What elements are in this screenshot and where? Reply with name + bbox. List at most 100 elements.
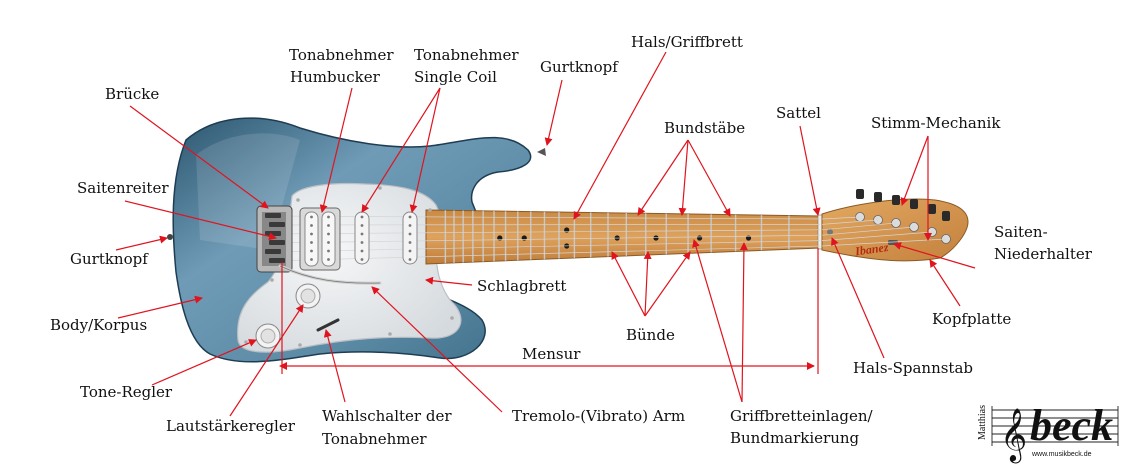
neck-pickup — [402, 211, 418, 265]
fret-wires — [444, 210, 790, 264]
arrow-headstock — [929, 259, 961, 307]
bridge-saddle — [265, 213, 281, 218]
tuner-key — [910, 199, 918, 209]
arrow-tremolo — [371, 286, 503, 413]
guitar-string — [821, 231, 933, 241]
pointer-arrows — [115, 51, 976, 417]
label-pickup-humbucker-2: Humbucker — [290, 68, 381, 86]
arrow-strap-side — [115, 235, 168, 251]
label-body: Body/Korpus — [50, 316, 147, 334]
pickguard-screws — [244, 186, 454, 347]
bridge-saddle — [265, 249, 281, 254]
inlay-dot — [497, 235, 503, 241]
pole-piece — [310, 258, 313, 261]
volume-knob — [295, 283, 321, 309]
label-pickup-single-2: Single Coil — [414, 68, 497, 86]
label-saddles: Saitenreiter — [77, 179, 169, 197]
tone-knob — [255, 323, 281, 349]
arrow-volume — [229, 304, 304, 417]
arrow-nut — [799, 125, 821, 216]
label-strap-side: Gurtknopf — [70, 250, 149, 268]
pole-piece — [310, 224, 313, 227]
inlay-dot — [745, 235, 752, 241]
arrow-frets-1 — [637, 139, 689, 216]
pole-piece — [408, 215, 412, 219]
arrow-bridge — [129, 105, 269, 209]
pole-piece — [327, 241, 330, 244]
label-fret-spaces: Bünde — [626, 326, 675, 344]
arrow-frets-3 — [687, 139, 731, 217]
label-tuners: Stimm-Mechanik — [871, 114, 1001, 132]
pole-piece — [360, 232, 364, 236]
pole-pieces — [310, 215, 412, 261]
treble-clef-icon: 𝄞 — [1000, 407, 1027, 463]
bridge-saddles — [265, 213, 285, 263]
arrow-single-1 — [361, 87, 441, 213]
label-inlays-1: Griffbretteinlagen/ — [730, 407, 874, 425]
pole-piece — [360, 241, 364, 244]
pole-piece — [360, 215, 364, 219]
inlay-dot — [521, 235, 527, 241]
strap-button-side — [167, 234, 173, 240]
middle-pickup — [354, 211, 370, 265]
arrow-frets-2 — [678, 139, 689, 216]
pole-piece — [327, 258, 330, 261]
fret-inlays — [497, 227, 752, 249]
brand-logo: 𝄞 Matthias beck www.musikbeck.de — [977, 401, 1119, 463]
pole-piece — [408, 224, 412, 227]
arrow-inlays-1 — [692, 239, 743, 403]
label-nut: Sattel — [776, 104, 821, 122]
bridge-saddle — [265, 231, 281, 236]
label-pickup-humbucker-1: Tonabnehmer — [289, 46, 394, 64]
guitar-string — [821, 226, 915, 236]
label-string-retainer-2: Niederhalter — [994, 245, 1093, 263]
pole-piece — [310, 232, 313, 236]
pole-piece — [310, 241, 313, 244]
arrow-string-retainer — [893, 242, 976, 269]
label-volume: Lautstärkeregler — [166, 417, 296, 435]
guitar-string — [821, 216, 861, 220]
truss-rod-nut — [827, 229, 833, 235]
arrow-body — [117, 295, 203, 319]
pole-piece — [327, 249, 330, 253]
arrow-strap-top — [544, 79, 563, 146]
label-tone: Tone-Regler — [80, 383, 173, 401]
label-string-retainer-1: Saiten- — [994, 223, 1048, 241]
pole-piece — [310, 215, 313, 219]
arrow-saddles — [124, 200, 277, 241]
strap-button-top — [537, 148, 546, 156]
brand-url: www.musikbeck.de — [1031, 451, 1092, 458]
arrow-fret-spaces-1 — [611, 251, 646, 317]
tuner-key — [874, 192, 882, 202]
label-switch-1: Wahlschalter der — [322, 407, 452, 425]
arrow-fret-spaces-2 — [643, 251, 652, 317]
arrow-single-2 — [409, 87, 441, 213]
arrow-truss-rod — [831, 237, 885, 359]
staff-lines — [991, 406, 1119, 446]
guitar-string — [821, 222, 897, 231]
label-scale: Mensur — [522, 345, 581, 363]
bridge-saddle — [269, 240, 285, 245]
bridge-saddle — [269, 258, 285, 263]
brand-name: beck — [1030, 401, 1113, 450]
pole-piece — [408, 258, 412, 261]
pole-piece — [310, 249, 313, 253]
arrow-neck — [573, 51, 667, 220]
arrow-tuners-1 — [900, 135, 929, 206]
pickup-selector-switch — [316, 318, 340, 332]
inlay-dot — [564, 227, 570, 233]
pole-piece — [327, 215, 330, 219]
arrow-pickguard — [425, 276, 473, 286]
tuner-key — [942, 211, 950, 221]
arrow-tone — [151, 339, 257, 386]
labels: Tonabnehmer Humbucker Tonabnehmer Single… — [50, 33, 1093, 448]
label-strap-top: Gurtknopf — [540, 58, 619, 76]
headstock-plate — [821, 198, 969, 262]
headstock-logo: Ibanez — [853, 240, 889, 259]
tuner-key — [892, 195, 900, 205]
label-pickguard: Schlagbrett — [477, 277, 566, 295]
label-pickup-single-1: Tonabnehmer — [414, 46, 519, 64]
pole-piece — [408, 232, 412, 236]
pole-piece — [408, 241, 412, 244]
